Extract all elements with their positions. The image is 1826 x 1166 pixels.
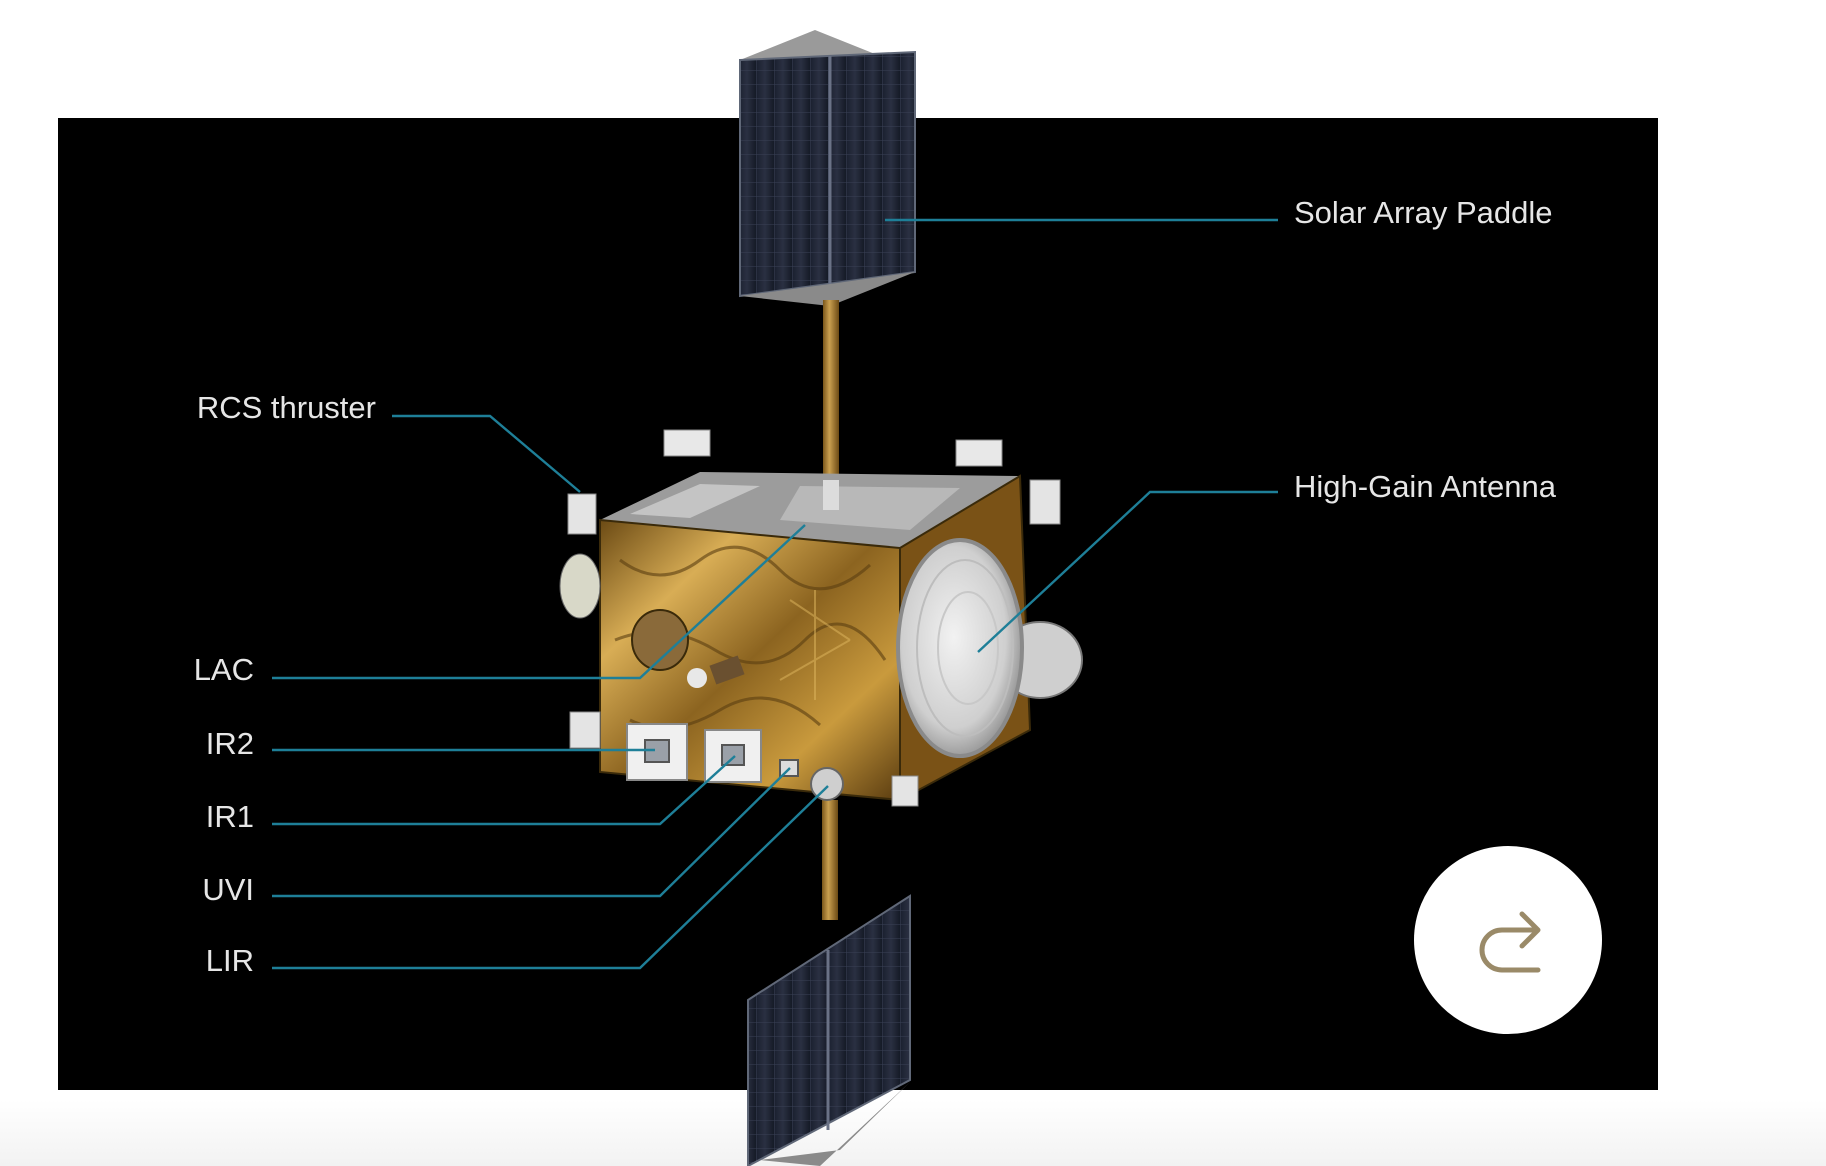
leader-uvi: [272, 767, 791, 898]
label-high-gain-antenna: High-Gain Antenna: [1294, 469, 1557, 504]
leader-rcs-thruster: [392, 414, 581, 493]
boom-lower: [822, 800, 838, 920]
boom-upper: [823, 300, 839, 510]
label-lir: LIR: [206, 943, 254, 978]
label-ir2: IR2: [206, 726, 254, 761]
label-lac: LAC: [194, 652, 254, 687]
redo-arrow-icon: [1479, 911, 1541, 973]
label-rcs-thruster: RCS thruster: [197, 390, 376, 425]
rotate-view-button[interactable]: [1414, 846, 1602, 1034]
label-uvi: UVI: [202, 872, 254, 907]
high-gain-antenna-dish: [896, 538, 1083, 758]
leader-high-gain-antenna: [977, 490, 1278, 653]
leader-lir: [272, 785, 829, 970]
label-solar-array-paddle: Solar Array Paddle: [1294, 195, 1552, 230]
leader-ir1: [272, 755, 736, 826]
label-ir1: IR1: [206, 799, 254, 834]
leader-lac: [272, 524, 806, 680]
solar-array-upper: [739, 30, 916, 306]
solar-array-lower: [747, 894, 911, 1166]
